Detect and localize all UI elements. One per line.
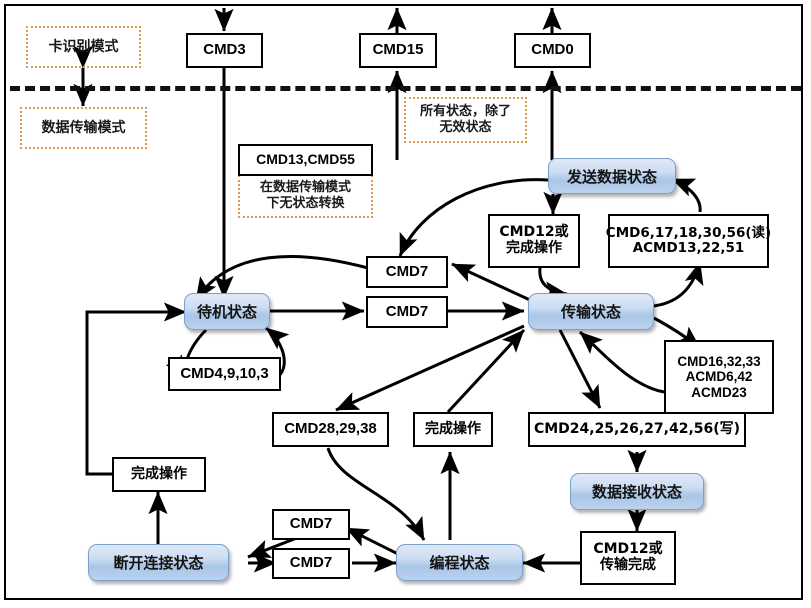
arrow-transfer-to-write xyxy=(558,329,602,409)
arrow-transfer-to-cmd7a xyxy=(451,262,531,302)
config-line1: CMD16,32,33 xyxy=(677,354,761,370)
arrow-config-to-transfer xyxy=(578,330,665,394)
state-programming[interactable]: 编程状态 xyxy=(396,544,523,581)
command-box-cmd7-disconnect-lower[interactable]: CMD7 xyxy=(272,548,350,579)
cmd12done-line1: CMD12或 xyxy=(593,541,663,558)
arrow-senddata-to-cmd7a xyxy=(398,178,549,257)
mode-divider-line xyxy=(10,86,801,91)
command-box-complete-operation-mid[interactable]: 完成操作 xyxy=(413,412,493,447)
arrow-complete-to-transfer xyxy=(446,328,526,414)
diagram-frame xyxy=(4,4,803,600)
arrow-complete-left-to-standby xyxy=(85,302,187,476)
command-box-cmd15[interactable]: CMD15 xyxy=(359,33,437,68)
command-box-cmd7-senddata[interactable]: CMD7 xyxy=(366,256,448,288)
note-no-state-change-in-transfer-mode: 在数据传输模式 下无状态转换 xyxy=(238,175,373,218)
cmd12done-line2: 传输完成 xyxy=(600,557,656,573)
state-standby[interactable]: 待机状态 xyxy=(184,293,270,330)
command-box-cmd3[interactable]: CMD3 xyxy=(186,33,263,68)
note-data-transfer-mode: 数据传输模式 xyxy=(20,107,147,149)
command-box-cmd0[interactable]: CMD0 xyxy=(514,33,591,68)
command-box-cmd12-or-complete[interactable]: CMD12或 完成操作 xyxy=(488,214,580,268)
read-commands-line1: CMD6,17,18,30,56(读) xyxy=(605,224,772,241)
arrow-transfer-to-read xyxy=(653,261,704,308)
cmd12-line1: CMD12或 xyxy=(499,224,569,241)
state-receive-data[interactable]: 数据接收状态 xyxy=(570,473,704,510)
command-box-cmd13-cmd55[interactable]: CMD13,CMD55 xyxy=(238,144,373,176)
read-commands-line2: ACMD13,22,51 xyxy=(632,240,745,256)
config-line3: ACMD23 xyxy=(691,384,747,400)
command-box-complete-operation-left[interactable]: 完成操作 xyxy=(112,457,206,492)
arrow-read-to-senddata xyxy=(671,177,702,213)
command-box-cmd7-disconnect-upper[interactable]: CMD7 xyxy=(272,509,350,540)
arrow-cmd7a-to-standby xyxy=(194,255,369,301)
arrow-cmd28-to-programming xyxy=(326,447,426,541)
command-box-cmd28-29-38[interactable]: CMD28,29,38 xyxy=(272,412,389,447)
command-box-cmd4-9-10-3[interactable]: CMD4,9,10,3 xyxy=(168,357,281,391)
config-line2: ACMD6,42 xyxy=(685,369,753,385)
state-disconnect[interactable]: 断开连接状态 xyxy=(88,544,229,581)
command-box-config-commands[interactable]: CMD16,32,33 ACMD6,42 ACMD23 xyxy=(664,340,774,414)
note-card-identification-mode: 卡识别模式 xyxy=(26,26,141,68)
state-transfer[interactable]: 传输状态 xyxy=(528,293,654,330)
cmd12-line2: 完成操作 xyxy=(506,240,562,256)
arrow-cmd12-to-transfer xyxy=(538,267,568,301)
state-send-data[interactable]: 发送数据状态 xyxy=(548,158,676,194)
command-box-read-commands[interactable]: CMD6,17,18,30,56(读) ACMD13,22,51 xyxy=(605,214,772,268)
command-box-write-commands[interactable]: CMD24,25,26,27,42,56(写) xyxy=(528,412,746,447)
arrow-transfer-to-cmd28 xyxy=(335,324,525,412)
command-box-cmd7-standby-transfer[interactable]: CMD7 xyxy=(366,296,448,328)
arrow-programming-to-cmd7c xyxy=(345,526,405,559)
note-all-states-except-inactive: 所有状态，除了 无效状态 xyxy=(404,97,527,143)
command-box-cmd12-or-transfer-done[interactable]: CMD12或 传输完成 xyxy=(580,531,676,585)
